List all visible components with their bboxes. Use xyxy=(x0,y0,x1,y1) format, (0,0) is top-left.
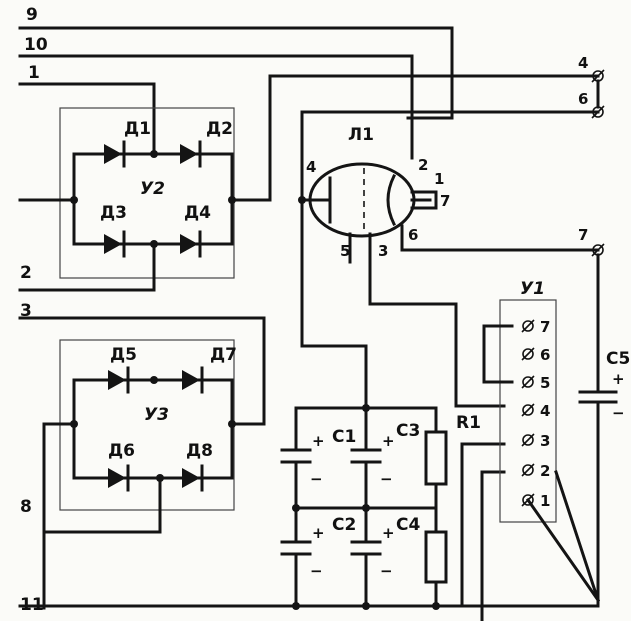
node xyxy=(362,504,370,512)
capacitor-c2 xyxy=(280,540,312,556)
jumper-7-5 xyxy=(482,324,514,384)
diode-label-d5: Д5 xyxy=(110,345,137,365)
node xyxy=(362,602,370,610)
terminal-lines-right xyxy=(268,74,600,202)
cap-c5-minus: − xyxy=(612,404,625,422)
node xyxy=(70,420,78,428)
tube-pin-5: 5 xyxy=(340,242,350,260)
connector-pin-label: 7 xyxy=(540,318,550,336)
filter-network xyxy=(294,198,438,608)
resistor-label-r1: R1 xyxy=(456,413,481,433)
cap-c3-minus: − xyxy=(380,470,393,488)
diode-label-d6: Д6 xyxy=(108,441,135,461)
tube-pin-2: 2 xyxy=(418,156,428,174)
capacitor-c1 xyxy=(280,448,312,464)
wire-label-9: 9 xyxy=(26,5,38,25)
terminal-label-4: 4 xyxy=(578,54,588,72)
wire-1 xyxy=(18,82,156,152)
node xyxy=(228,420,236,428)
bridge-u2 xyxy=(18,152,272,292)
wire-label-1: 1 xyxy=(28,63,40,83)
capacitor-c3 xyxy=(350,448,382,464)
node xyxy=(362,404,370,412)
wire-pin-2 xyxy=(480,470,506,621)
connector-pin-label: 6 xyxy=(540,346,550,364)
capacitor-c5 xyxy=(578,253,618,608)
wire-9 xyxy=(18,26,454,120)
cap-label-c5: С5 xyxy=(606,349,630,369)
wire-label-2: 2 xyxy=(20,263,32,283)
capacitor-c4 xyxy=(350,540,382,556)
diode-d5 xyxy=(108,366,130,394)
wire-label-8: 8 xyxy=(20,497,32,517)
wire-3 xyxy=(18,316,266,426)
block-u2-frame xyxy=(59,107,235,279)
connector-pin-label: 5 xyxy=(540,374,550,392)
diode-label-d4: Д4 xyxy=(184,203,211,223)
connector-pin-label: 1 xyxy=(540,492,550,510)
tube-pin-6: 6 xyxy=(408,226,418,244)
connector-u1-frame xyxy=(499,299,557,523)
tube-l1 xyxy=(300,162,600,408)
diode-d7 xyxy=(182,366,204,394)
cap-c4-plus: + xyxy=(382,524,395,542)
bridge-u3 xyxy=(42,378,234,610)
wire-pin-1 xyxy=(525,497,601,603)
cap-label-c1: С1 xyxy=(332,427,356,447)
diode-d8 xyxy=(182,464,204,492)
connector-pin-label: 2 xyxy=(540,462,550,480)
node xyxy=(156,474,164,482)
terminal-label-6: 6 xyxy=(578,90,588,108)
diode-label-d1: Д1 xyxy=(124,119,151,139)
node xyxy=(228,196,236,204)
connector-pins xyxy=(521,319,535,507)
diode-d6 xyxy=(108,464,130,492)
node xyxy=(150,150,158,158)
resistor-upper xyxy=(424,430,448,486)
connector-pin-label: 3 xyxy=(540,432,550,450)
diode-label-d2: Д2 xyxy=(206,119,233,139)
connector-pin-label: 4 xyxy=(540,402,550,420)
tube-pin-3: 3 xyxy=(378,242,388,260)
cap-label-c4: С4 xyxy=(396,515,420,535)
block-label-u1: У1 xyxy=(520,279,545,299)
wire-label-10: 10 xyxy=(24,35,48,55)
diode-d3 xyxy=(104,230,126,258)
node xyxy=(70,196,78,204)
node xyxy=(292,504,300,512)
block-label-u2: У2 xyxy=(140,179,165,199)
node xyxy=(292,602,300,610)
diode-label-d8: Д8 xyxy=(186,441,213,461)
tube-pin-1: 1 xyxy=(434,170,444,188)
diode-label-d7: Д7 xyxy=(210,345,237,365)
wire-pin-2-diagonal xyxy=(554,470,600,602)
diode-d2 xyxy=(180,140,202,168)
diode-label-d3: Д3 xyxy=(100,203,127,223)
cap-c1-plus: + xyxy=(312,432,325,450)
cap-label-c2: С2 xyxy=(332,515,356,535)
cap-c3-plus: + xyxy=(382,432,395,450)
cap-c4-minus: − xyxy=(380,562,393,580)
cap-c1-minus: − xyxy=(310,470,323,488)
terminal-label-7: 7 xyxy=(578,226,588,244)
diode-d4 xyxy=(180,230,202,258)
resistor-lower xyxy=(424,530,448,584)
tube-pin-4: 4 xyxy=(306,158,316,176)
block-u3-frame xyxy=(59,339,235,511)
node xyxy=(150,376,158,384)
cap-label-c3: С3 xyxy=(396,421,420,441)
cap-c2-minus: − xyxy=(310,562,323,580)
cap-c5-plus: + xyxy=(612,370,625,388)
wire-label-3: 3 xyxy=(20,301,32,321)
tube-pin-7: 7 xyxy=(440,192,450,210)
diode-d1 xyxy=(104,140,126,168)
node xyxy=(150,240,158,248)
tube-label: Л1 xyxy=(348,125,374,145)
node xyxy=(432,602,440,610)
wire-10 xyxy=(18,54,414,160)
cap-c2-plus: + xyxy=(312,524,325,542)
wire-pin-3 xyxy=(460,442,506,608)
block-label-u3: У3 xyxy=(144,405,169,425)
